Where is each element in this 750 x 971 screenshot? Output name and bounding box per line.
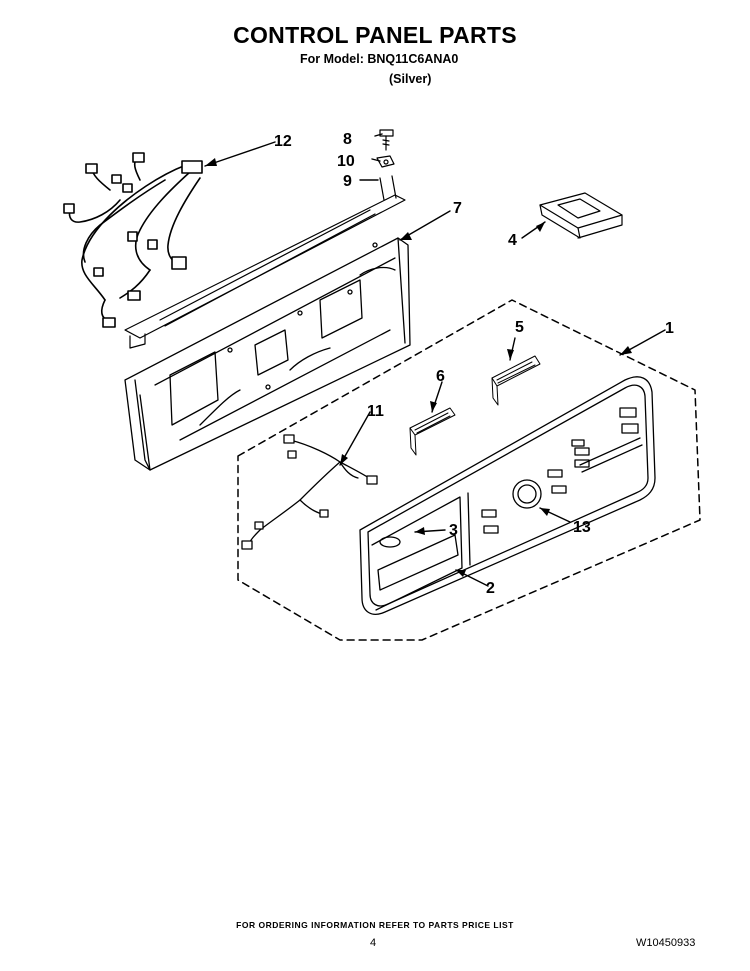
wire-harness-12 <box>63 152 203 328</box>
callout-4: 4 <box>508 232 517 249</box>
harness-11 <box>241 434 378 550</box>
bracket-4 <box>539 192 623 239</box>
leader-arrowheads <box>205 158 632 577</box>
leader-lines <box>204 133 666 587</box>
clip-10 <box>376 155 395 168</box>
page-number: 4 <box>370 937 377 949</box>
callout-12: 12 <box>274 133 292 150</box>
callout-9: 9 <box>343 173 352 190</box>
screw-8 <box>379 129 394 151</box>
callout-1: 1 <box>665 320 674 337</box>
callout-13: 13 <box>573 519 591 536</box>
ribbon-cable-6 <box>409 407 456 456</box>
color-line: (Silver) <box>389 72 432 86</box>
callout-6: 6 <box>436 368 445 385</box>
callout-3: 3 <box>449 522 458 539</box>
console-frame-7 <box>124 237 411 471</box>
model-line: For Model: BNQ11C6ANA0 <box>300 52 459 66</box>
callout-8: 8 <box>343 131 352 148</box>
ribbon-cable-5 <box>491 355 541 406</box>
bracket-9 <box>124 175 406 349</box>
callout-11: 11 <box>367 403 384 420</box>
page-title: CONTROL PANEL PARTS <box>233 22 517 48</box>
callout-2: 2 <box>486 580 495 597</box>
console-panel-1 <box>359 376 656 615</box>
ordering-note: FOR ORDERING INFORMATION REFER TO PARTS … <box>236 920 514 930</box>
callout-10: 10 <box>337 153 355 170</box>
assembly-boundary-1 <box>237 299 701 641</box>
document-number: W10450933 <box>636 937 696 949</box>
callout-5: 5 <box>515 319 524 336</box>
callout-labels: 12 8 10 9 7 4 1 5 6 11 3 13 2 <box>274 131 674 597</box>
callout-7: 7 <box>453 200 462 217</box>
